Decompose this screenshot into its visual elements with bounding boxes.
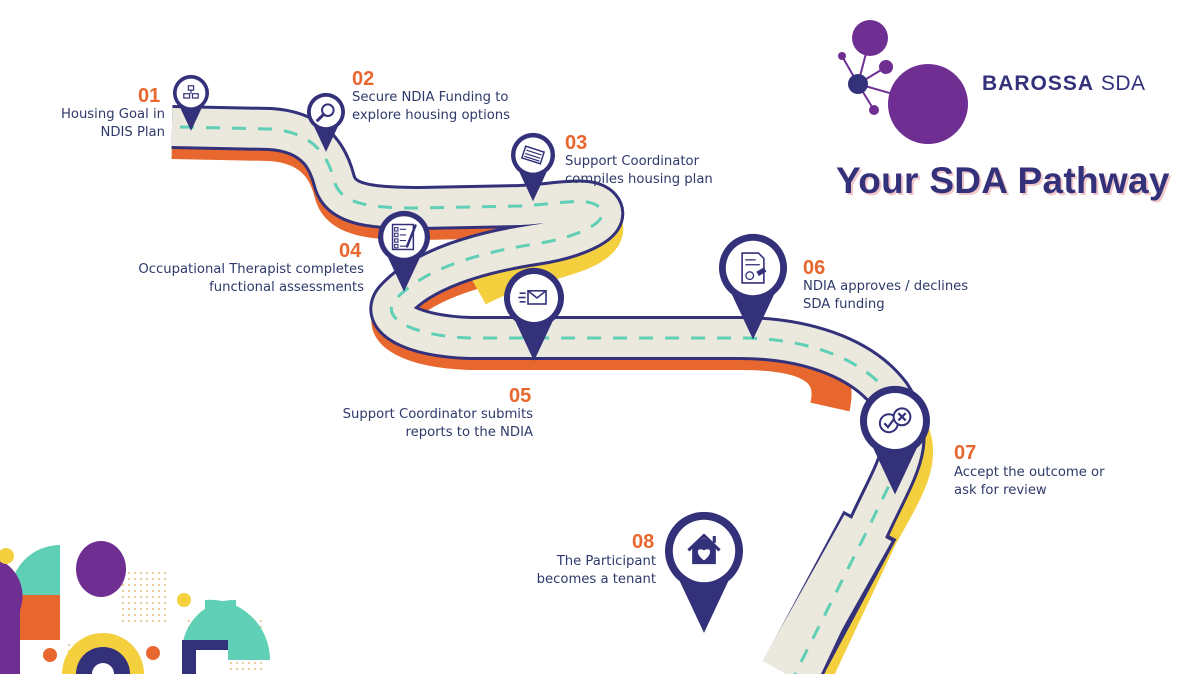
location-pin-08	[665, 511, 743, 633]
brand-name: BAROSSA SDA	[982, 72, 1146, 95]
location-pin-05	[504, 267, 564, 361]
page-title: Your SDA Pathway	[836, 160, 1170, 201]
step-number-02: 02	[352, 68, 375, 90]
step-number-06: 06	[803, 257, 826, 279]
flowchart-icon	[183, 85, 199, 99]
location-pin-07	[860, 385, 930, 495]
documents-stack-icon	[520, 145, 546, 165]
approve-decline-icon	[878, 407, 912, 434]
step-number-03: 03	[565, 132, 588, 154]
location-pin-03	[511, 132, 555, 202]
brand-logo	[838, 20, 968, 144]
winding-road	[171, 105, 934, 674]
stamped-document-icon	[741, 252, 767, 284]
envelope-icon	[518, 290, 547, 305]
magnifier-icon	[316, 103, 335, 122]
location-pin-02	[307, 92, 345, 152]
step-number-04: 04	[339, 240, 362, 262]
step-number-01: 01	[138, 85, 161, 107]
decorative-shapes	[0, 541, 271, 674]
step-number-07: 07	[954, 442, 977, 464]
location-pin-06	[719, 233, 787, 340]
checklist-icon	[391, 223, 417, 251]
location-pin-01	[173, 74, 209, 131]
step-number-08: 08	[632, 531, 655, 553]
location-pin-04	[378, 210, 430, 292]
step-number-05: 05	[509, 385, 532, 407]
house-heart-icon	[687, 533, 721, 565]
